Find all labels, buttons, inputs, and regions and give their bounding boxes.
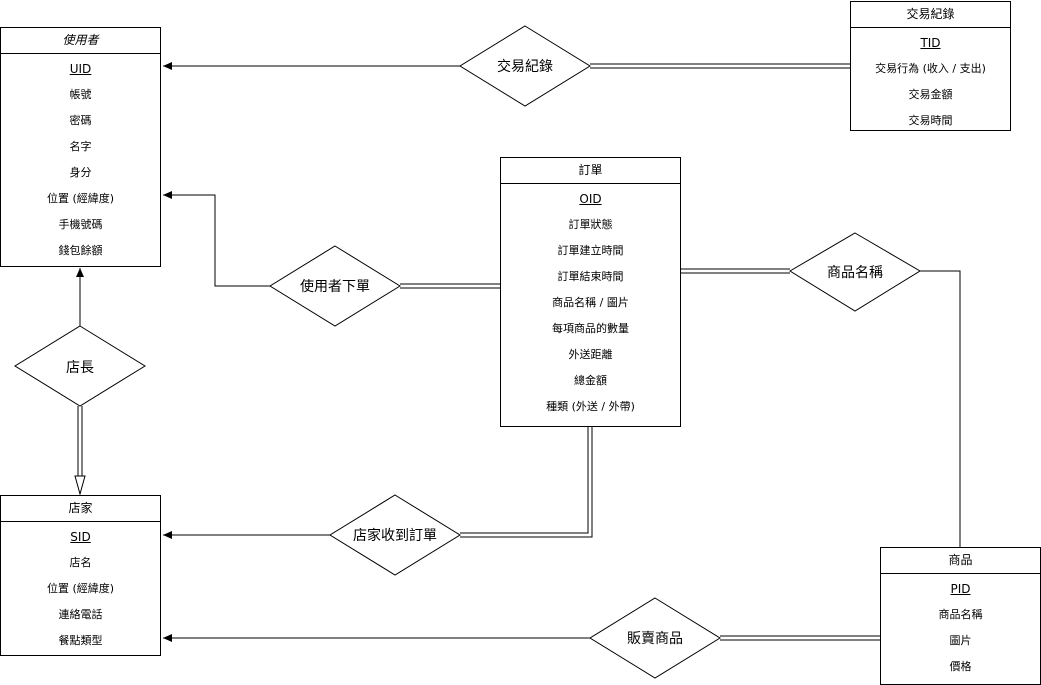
entity-transaction-attr: 交易行為 (收入 / 支出) (875, 62, 986, 75)
hollow-arrow-owner-to-store (74, 475, 86, 496)
entity-product-title: 商品 (881, 548, 1040, 574)
entity-order-attr: 外送距離 (568, 348, 613, 361)
relationship-diamond-sell-product (589, 597, 721, 679)
double-line-product-name (680, 268, 790, 274)
entity-product-attr: 商品名稱 (938, 608, 983, 621)
entity-order-attr-pk: OID (579, 192, 602, 206)
relationship-diamond-owner (14, 325, 146, 407)
connector-product-name-to-product (920, 270, 961, 547)
entity-transaction-title: 交易紀錄 (851, 2, 1010, 28)
relationship-label-store-receive-order: 店家收到訂單 (353, 528, 437, 544)
entity-store-attr: 餐點類型 (58, 634, 103, 647)
entity-order-title: 訂單 (501, 158, 680, 184)
connector-user-order-to-user (163, 191, 270, 287)
entity-transaction-attr: 交易時間 (908, 114, 953, 127)
relationship-label-user-order: 使用者下單 (300, 279, 370, 295)
entity-order-attr: 種類 (外送 / 外帶) (546, 400, 635, 413)
entity-product-attr: 圖片 (949, 634, 972, 647)
entity-store: 店家 SID 店名 位置 (經緯度) 連絡電話 餐點類型 (0, 495, 161, 656)
entity-store-title: 店家 (1, 496, 160, 522)
relationship-label-owner: 店長 (66, 360, 94, 376)
relationship-diamond-user-order (269, 245, 401, 327)
entity-user-attr: 位置 (經緯度) (46, 192, 115, 205)
relationship-label-product-name: 商品名稱 (827, 265, 883, 281)
double-line-store-receive-order (460, 426, 593, 538)
entity-order-attr: 訂單建立時間 (557, 244, 624, 257)
entity-store-attr: 位置 (經緯度) (46, 582, 115, 595)
relationship-label-sell-product: 販賣商品 (627, 631, 683, 647)
entity-product-attr-pk: PID (950, 582, 971, 596)
entity-user-attr: 名字 (69, 140, 92, 153)
double-line-sell-product (720, 635, 880, 641)
entity-user-attr-pk: UID (69, 62, 92, 76)
entity-store-attr: 店名 (69, 556, 92, 569)
relationship-label-transaction-record: 交易紀錄 (497, 59, 553, 75)
entity-user-attr: 帳號 (69, 88, 92, 101)
relationship-diamond-store-receive-order (329, 494, 461, 576)
entity-user-attr: 手機號碼 (58, 218, 103, 231)
entity-order-attr: 商品名稱 / 圖片 (552, 296, 629, 309)
entity-product: 商品 PID 商品名稱 圖片 價格 (880, 547, 1041, 685)
entity-user-attr: 錢包餘額 (58, 244, 103, 257)
entity-order: 訂單 OID 訂單狀態 訂單建立時間 訂單結束時間 商品名稱 / 圖片 每項商品… (500, 157, 681, 427)
entity-transaction-attr: 交易金額 (908, 88, 953, 101)
entity-user-attr: 身分 (69, 166, 92, 179)
entity-user: 使用者 UID 帳號 密碼 名字 身分 位置 (經緯度) 手機號碼 錢包餘額 (0, 27, 161, 267)
entity-order-attr: 訂單結束時間 (557, 270, 624, 283)
entity-order-attr: 訂單狀態 (568, 218, 613, 231)
entity-transaction: 交易紀錄 TID 交易行為 (收入 / 支出) 交易金額 交易時間 (850, 1, 1011, 131)
entity-order-attr: 每項商品的數量 (552, 322, 629, 335)
double-line-owner-to-store (77, 406, 83, 476)
entity-user-title: 使用者 (1, 28, 160, 54)
double-line-user-order (400, 283, 500, 289)
entity-transaction-attr-pk: TID (920, 36, 941, 50)
double-line-transaction-record (590, 63, 850, 69)
entity-user-attr: 密碼 (69, 114, 92, 127)
entity-product-attr: 價格 (949, 660, 972, 673)
relationship-diamond-transaction-record (459, 25, 591, 107)
relationship-diamond-product-name (789, 232, 921, 312)
entity-store-attr-pk: SID (70, 530, 91, 544)
entity-order-attr: 總金額 (574, 374, 607, 387)
entity-store-attr: 連絡電話 (58, 608, 103, 621)
